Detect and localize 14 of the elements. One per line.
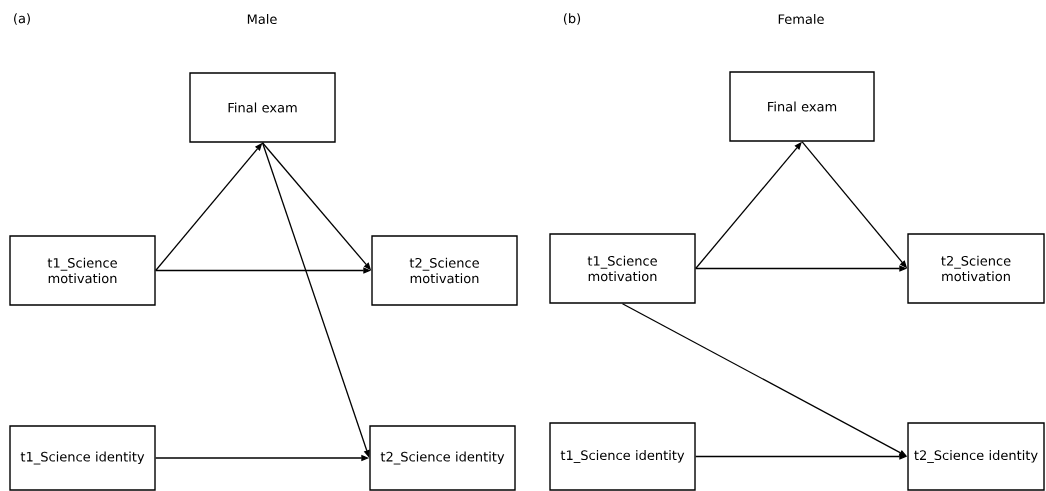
variable-box: t1_Science identity <box>9 425 156 491</box>
variable-box: t1_Science motivation <box>9 235 156 306</box>
panel-label: (b) <box>563 13 581 25</box>
panel-label: Female <box>778 13 824 25</box>
variable-box: t2_Science motivation <box>907 233 1045 304</box>
variable-box: t1_Science identity <box>549 422 696 491</box>
variable-box: t2_Science identity <box>907 422 1045 491</box>
variable-box: Final exam <box>729 71 875 142</box>
panel-label: (a) <box>14 13 30 25</box>
variable-box: t2_Science identity <box>369 425 516 491</box>
variable-box: t2_Science motivation <box>371 235 518 306</box>
panel-label: Male <box>247 13 277 25</box>
variable-box: t1_Science motivation <box>549 233 696 304</box>
variable-box: Final exam <box>189 72 336 143</box>
